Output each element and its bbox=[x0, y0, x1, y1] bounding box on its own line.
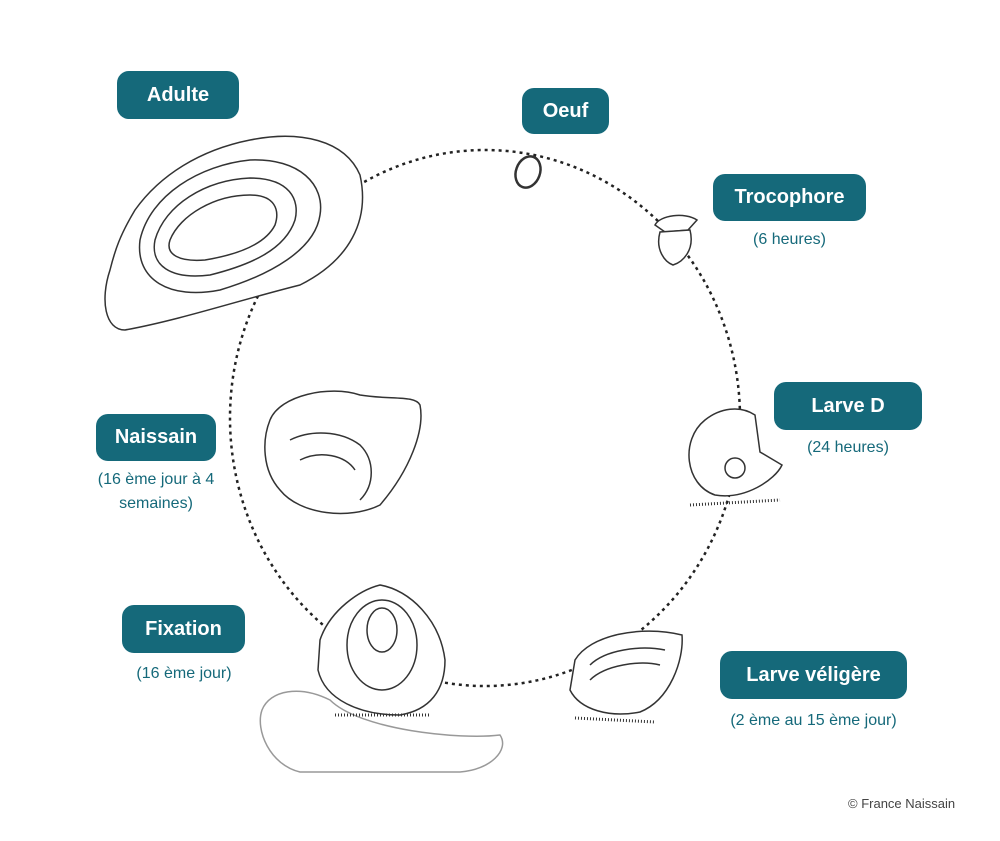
stage-label-oeuf: Oeuf bbox=[522, 88, 609, 134]
stage-label-adulte: Adulte bbox=[117, 71, 239, 119]
stage-label-larve-d: Larve D bbox=[774, 382, 922, 430]
stage-label-fixation: Fixation bbox=[122, 605, 245, 653]
fixation-icon bbox=[259, 584, 504, 773]
veliger-larva-icon bbox=[569, 630, 683, 724]
stage-duration-larve-veligere: (2 ème au 15 ème jour) bbox=[730, 712, 897, 729]
copyright-credit: © France Naissain bbox=[848, 796, 956, 811]
trocophore-icon bbox=[654, 214, 699, 266]
egg-icon bbox=[514, 155, 542, 189]
stage-duration-naissain: (16 ème jour à 4 semaines) bbox=[97, 471, 215, 512]
spat-naissain-icon bbox=[264, 390, 422, 515]
stage-label-trocophore: Trocophore bbox=[713, 174, 866, 221]
adult-oyster-icon bbox=[104, 135, 364, 331]
stage-duration-trocophore: (6 heures) bbox=[753, 231, 826, 248]
stage-label-larve-veligere: Larve véligère bbox=[720, 651, 907, 699]
stage-duration-fixation: (16 ème jour) bbox=[136, 665, 232, 682]
larva-d-icon bbox=[688, 408, 783, 507]
stage-label-naissain: Naissain bbox=[96, 414, 216, 461]
stage-duration-larve-d: (24 heures) bbox=[807, 439, 889, 456]
